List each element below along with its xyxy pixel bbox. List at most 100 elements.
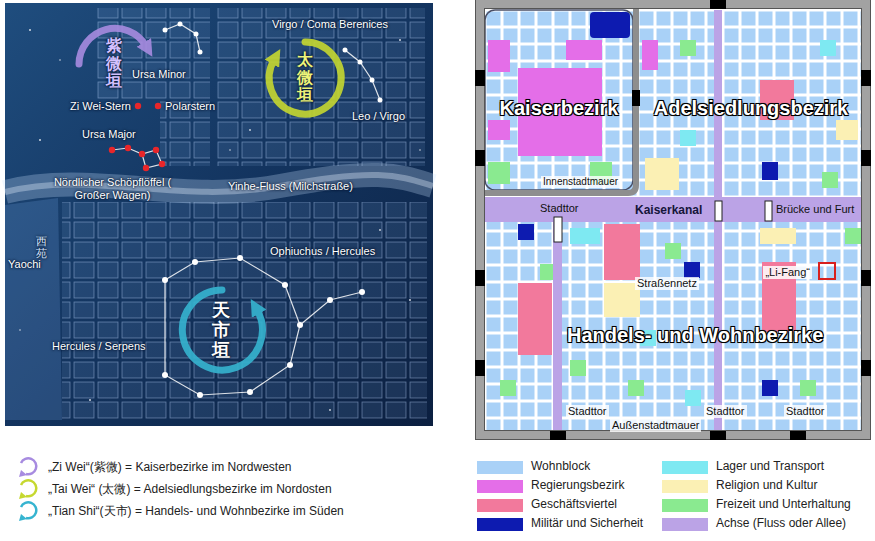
city-gates: [710, 0, 726, 9]
gate-label: Stadttor: [538, 202, 581, 215]
walls: [485, 9, 862, 431]
axes-and-canal: [714, 10, 722, 431]
legend-text: Regierungsbezirk: [531, 478, 624, 492]
district-blocks: [628, 380, 644, 396]
constellation-label: Leo / Virgo: [352, 110, 405, 123]
constellation-label: Ursa Major: [82, 128, 136, 141]
city-gates: [475, 270, 485, 286]
axes-and-canal: [553, 222, 562, 431]
river-label: Yinhe-Fluss (Milchstraße): [228, 180, 353, 193]
constellation-stars: [343, 48, 348, 53]
background-stars: [399, 39, 401, 41]
district-title: Kaiserbezirk: [500, 96, 619, 120]
constellation-label: Nördlicher Schöpflöffel ( Großer Wagen): [40, 176, 185, 201]
star-map: [5, 3, 433, 426]
canal-gates: [554, 217, 562, 242]
constellation-label: Hercules / Serpens: [52, 340, 146, 353]
constellation-stars: [162, 372, 168, 378]
background-stars: [419, 149, 421, 151]
red-stars: [125, 145, 131, 151]
place-label: Yaochi: [8, 258, 41, 271]
constellation-lines: [300, 292, 362, 325]
legend-text: Militär und Sicherheit: [531, 516, 643, 530]
district-blocks: [680, 40, 696, 56]
district-blocks: [566, 40, 602, 60]
asterism-name: 太微垣: [297, 51, 313, 104]
district-blocks: [642, 40, 658, 70]
constellation-label: Ursa Minor: [132, 68, 186, 81]
canal-gates: [554, 201, 772, 242]
constellation-label: Virgo / Coma Berenices: [272, 18, 388, 31]
district-blocks: [762, 380, 778, 396]
city-gates: [632, 90, 640, 106]
legend-swatch: [477, 499, 523, 512]
background-stars: [409, 299, 411, 301]
legend-text: Wohnblock: [531, 459, 590, 473]
red-stars: [109, 147, 115, 153]
li-fang-box: „Li-Fang“: [818, 262, 836, 280]
wall-label: Außenstadtmauer: [610, 419, 701, 432]
district-blocks: [762, 162, 778, 180]
city-gates: [861, 70, 871, 86]
star-map: [215, 8, 425, 166]
background-stars: [229, 149, 231, 151]
constellation-stars: [297, 322, 303, 328]
background-stars: [329, 409, 331, 411]
constellation-lines: [165, 258, 300, 395]
legend-icons: [19, 514, 27, 521]
constellation-stars: [378, 98, 383, 103]
district-blocks: [488, 162, 510, 184]
district-blocks: [570, 228, 600, 244]
red-stars: [143, 165, 149, 171]
place-label: 西苑: [36, 236, 47, 260]
legend-text: „Zi Wei“(紫微) = Kaiserbezirke im Nordwest…: [48, 460, 292, 474]
star-map: [5, 198, 62, 420]
district-blocks: [684, 262, 700, 278]
district-blocks: [836, 120, 858, 140]
background-stars: [89, 399, 91, 401]
constellation-stars: [178, 22, 183, 27]
city-gates: [475, 70, 485, 86]
li-fang-label: „Li-Fang“: [763, 266, 812, 279]
background-stars: [19, 329, 21, 331]
walls: [480, 4, 866, 435]
red-stars: [155, 103, 161, 109]
canal-gates: [765, 201, 772, 221]
constellation-stars: [162, 22, 383, 399]
rotation-arrows: [269, 42, 341, 114]
constellation-stars: [327, 297, 333, 303]
constellation-stars: [237, 255, 243, 261]
district-blocks: [800, 380, 816, 396]
legend-text: Achse (Fluss oder Allee): [716, 516, 846, 530]
noble-district: Adelsiedlungsbezirk: [640, 10, 862, 192]
constellation-lines: [112, 24, 380, 395]
star-map: [96, 8, 210, 100]
city-gates: [475, 360, 485, 376]
city-gates: [790, 431, 806, 440]
gate-label: Stadttor: [566, 405, 609, 418]
constellation-stars: [194, 32, 199, 37]
background-stars: [379, 229, 381, 231]
legend-icons: [19, 458, 36, 521]
red-stars: [153, 147, 159, 153]
city-plan: [485, 10, 862, 431]
rotation-arrows: [182, 290, 262, 370]
legend-text: Geschäftsviertel: [531, 497, 617, 511]
walls: [485, 10, 633, 190]
district-blocks: [680, 130, 696, 146]
city-gates: [861, 150, 871, 166]
canal-gates: [715, 201, 722, 221]
legend-text: Religion und Kultur: [716, 478, 817, 492]
star-label: Polarstern: [165, 100, 215, 113]
district-title: Handels- und Wohnbezirke: [567, 323, 823, 347]
district-blocks: [645, 158, 679, 190]
background-stars: [249, 129, 251, 131]
gate-label: Stadttor: [704, 405, 747, 418]
axes-and-canal: [485, 10, 862, 431]
legend-swatch: [662, 480, 708, 493]
imperial-district: Kaiserbezirk: [485, 10, 633, 190]
gate-label: Stadttor: [784, 405, 827, 418]
constellation-label: Ophiuchus / Hercules: [270, 245, 375, 258]
district-title: Adelsiedlungsbezirk: [654, 96, 849, 120]
